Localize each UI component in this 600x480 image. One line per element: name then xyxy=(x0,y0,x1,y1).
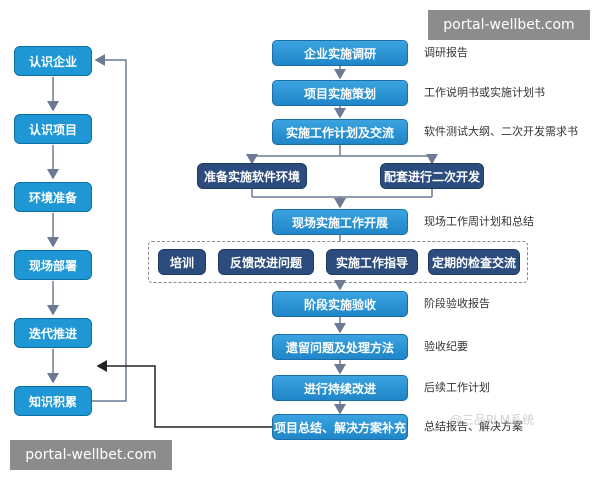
main-column-arrows xyxy=(246,65,438,415)
left-step-iterate: 迭代推进 xyxy=(14,318,92,348)
note-acceptance-minutes: 验收纪要 xyxy=(424,340,468,353)
step-label: 进行持续改进 xyxy=(303,381,376,396)
step-work-plan-exchange: 实施工作计划及交流 xyxy=(272,119,408,145)
step-label: 实施工作计划及交流 xyxy=(285,125,394,140)
note-research-report: 调研报告 xyxy=(424,46,468,59)
activity-label: 培训 xyxy=(169,255,194,270)
step-onsite-work: 现场实施工作开展 xyxy=(272,209,408,235)
watermark-bottom: portal-wellbet.com xyxy=(10,440,172,470)
left-step-onsite-deploy: 现场部署 xyxy=(14,250,92,280)
step-prepare-software-env: 准备实施软件环境 xyxy=(197,163,307,189)
note-weekly-plan: 现场工作周计划和总结 xyxy=(424,215,534,228)
left-step-knowledge: 知识积累 xyxy=(14,386,92,416)
left-step-label: 迭代推进 xyxy=(28,326,77,341)
faint-watermark: @三品PLM系统 xyxy=(450,413,535,427)
step-label: 现场实施工作开展 xyxy=(291,215,388,230)
note-work-statement: 工作说明书或实施计划书 xyxy=(424,86,545,99)
left-step-know-enterprise: 认识企业 xyxy=(14,46,92,76)
step-label: 项目实施策划 xyxy=(303,86,376,101)
step-remaining-issues: 遗留问题及处理方法 xyxy=(272,334,408,360)
step-label: 项目总结、解决方案补充 xyxy=(273,420,406,435)
watermark-top: portal-wellbet.com xyxy=(428,10,590,40)
activity-feedback: 反馈改进问题 xyxy=(218,249,314,275)
left-step-know-project: 认识项目 xyxy=(14,114,92,144)
onsite-activities-group xyxy=(148,241,528,283)
note-follow-up-plan: 后续工作计划 xyxy=(424,381,490,394)
step-label: 配套进行二次开发 xyxy=(383,169,480,184)
left-step-label: 认识项目 xyxy=(28,122,77,137)
activity-training: 培训 xyxy=(158,249,206,275)
note-test-outline: 软件测试大纲、二次开发需求书 xyxy=(424,125,578,138)
left-step-label: 现场部署 xyxy=(28,258,77,273)
note-summary-report: 总结报告、解决方案 xyxy=(424,420,523,433)
left-step-label: 认识企业 xyxy=(28,54,77,69)
step-label: 准备实施软件环境 xyxy=(203,169,300,184)
step-continuous-improvement: 进行持续改进 xyxy=(272,375,408,401)
left-step-env-prep: 环境准备 xyxy=(14,182,92,212)
activity-label: 实施工作指导 xyxy=(335,255,408,270)
step-project-planning: 项目实施策划 xyxy=(272,80,408,106)
step-label: 遗留问题及处理方法 xyxy=(285,340,394,355)
feedback-loop-arrow xyxy=(92,54,127,402)
activity-label: 定期的检查交流 xyxy=(431,255,516,270)
step-enterprise-research: 企业实施调研 xyxy=(272,40,408,66)
activity-label: 反馈改进问题 xyxy=(229,255,302,270)
step-label: 企业实施调研 xyxy=(303,46,376,61)
step-label: 阶段实施验收 xyxy=(303,297,376,312)
step-secondary-development: 配套进行二次开发 xyxy=(380,163,484,189)
note-stage-report: 阶段验收报告 xyxy=(424,297,490,310)
activity-guidance: 实施工作指导 xyxy=(326,249,418,275)
step-project-summary: 项目总结、解决方案补充 xyxy=(272,414,408,440)
summary-to-knowledge-arrow xyxy=(96,360,272,428)
activity-periodic-check: 定期的检查交流 xyxy=(428,249,520,275)
step-stage-acceptance: 阶段实施验收 xyxy=(272,291,408,317)
left-step-label: 知识积累 xyxy=(28,394,77,409)
left-step-label: 环境准备 xyxy=(28,190,77,205)
